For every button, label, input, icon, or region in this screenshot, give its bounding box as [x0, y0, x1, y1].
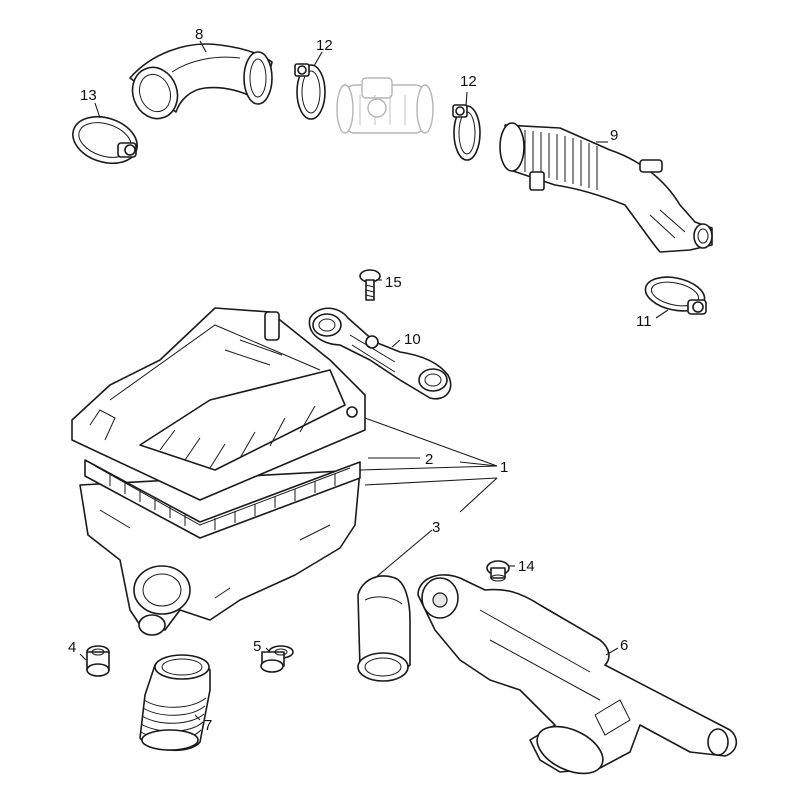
callout-15: 15	[385, 274, 402, 291]
bracket-10	[308, 307, 452, 400]
hose-clamp-11	[644, 276, 707, 315]
callout-10: 10	[404, 331, 421, 348]
hose-clamp-12-right	[452, 104, 481, 161]
callout-12-right: 12	[460, 73, 477, 90]
air-filter-housing-1	[71, 307, 366, 636]
bushing-5	[260, 645, 294, 673]
callout-7: 7	[204, 717, 212, 734]
callout-labels: 8 12 12 13 9 15 11 10 2 1 3 14 6 4 5 7	[68, 26, 652, 734]
bellows-hose-7	[139, 654, 211, 752]
bushing-4	[86, 645, 110, 677]
hose-clamp-12-left	[294, 63, 326, 120]
curved-hose-3	[357, 575, 411, 682]
callout-6: 6	[620, 637, 628, 654]
elbow-hose-8	[129, 43, 273, 120]
intake-duct-9	[499, 122, 713, 253]
callout-2: 2	[425, 451, 433, 468]
callout-1: 1	[500, 459, 508, 476]
callout-8: 8	[195, 26, 203, 43]
air-duct-6	[417, 574, 738, 775]
hose-clamp-13	[72, 115, 138, 165]
grommet-14	[486, 560, 510, 582]
callout-12-left: 12	[316, 37, 333, 54]
callout-11: 11	[636, 313, 652, 330]
air-mass-sensor-faded	[336, 77, 434, 134]
leader-lines	[79, 40, 669, 721]
callout-4: 4	[68, 639, 76, 656]
screw-15	[359, 269, 381, 301]
callout-9: 9	[610, 127, 618, 144]
callout-13: 13	[80, 87, 97, 104]
callout-3: 3	[432, 519, 440, 536]
callout-5: 5	[253, 638, 261, 655]
callout-14: 14	[518, 558, 535, 575]
